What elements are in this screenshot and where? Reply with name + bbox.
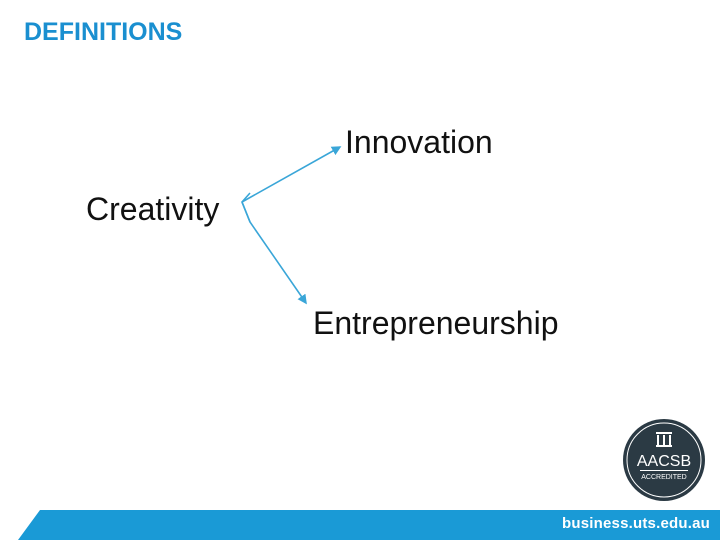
slide-title: DEFINITIONS [24, 18, 183, 46]
aacsb-accredited-badge: AACSB ACCREDITED [623, 419, 705, 501]
node-entrepreneurship: Entrepreneurship [313, 305, 559, 341]
node-innovation: Innovation [345, 124, 493, 160]
bracket-creativity [241, 192, 251, 223]
column-icon [656, 432, 672, 447]
node-creativity: Creativity [86, 191, 220, 227]
badge-main-text: AACSB [637, 453, 691, 470]
footer-bar [18, 510, 720, 540]
badge-sub-text: ACCREDITED [641, 474, 687, 481]
arrow-creativity-to-entrepreneurship [241, 201, 307, 305]
arrow-creativity-to-innovation [241, 146, 342, 203]
footer-url: business.uts.edu.au [562, 515, 710, 532]
